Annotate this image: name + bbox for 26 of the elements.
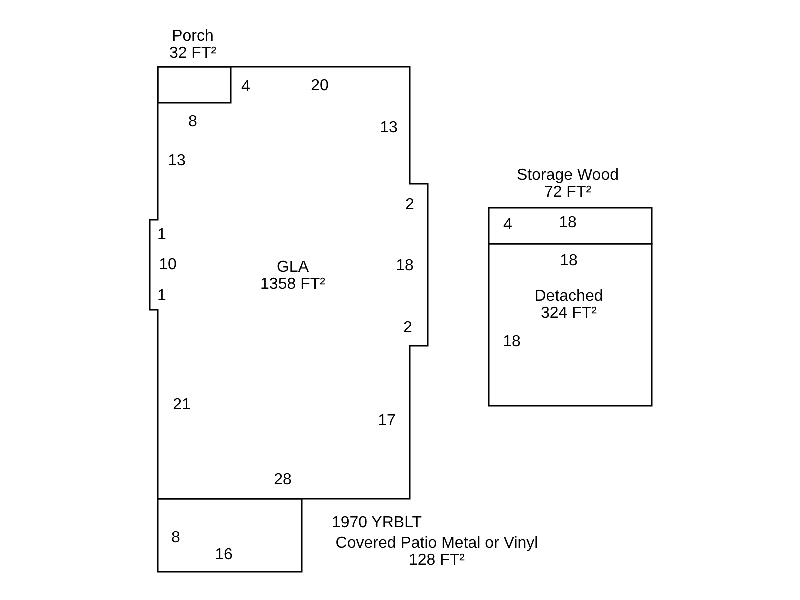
area-label: GLA 1358 FT² xyxy=(260,259,326,293)
area-label: Porch 32 FT² xyxy=(168,28,218,62)
dimension-label: 18 xyxy=(503,334,521,350)
dimension-label: 28 xyxy=(274,472,292,488)
note-text: 1970 YRBLT xyxy=(332,514,422,532)
dimension-label: 18 xyxy=(560,252,578,270)
dimension-label: 20 xyxy=(311,78,329,94)
dimension-label: 4 xyxy=(242,78,250,96)
dimension-label: 13 xyxy=(168,152,186,170)
dimension-label: 21 xyxy=(173,396,191,414)
area-label: Covered Patio Metal or Vinyl 128 FT² xyxy=(334,535,540,569)
dimension-label: 16 xyxy=(215,546,233,564)
dimension-label: 17 xyxy=(378,412,396,430)
area-label: Storage Wood 72 FT² xyxy=(516,167,620,201)
dimension-label: 8 xyxy=(188,114,198,130)
dimension-label: 2 xyxy=(406,196,414,214)
dimension-label: 13 xyxy=(380,120,398,136)
dimension-label: 1 xyxy=(158,288,166,304)
dimension-label: 18 xyxy=(396,258,414,274)
dimension-label: 8 xyxy=(172,530,180,546)
dimension-label: 10 xyxy=(159,256,177,274)
dimension-label: 4 xyxy=(504,216,512,234)
dimension-label: 2 xyxy=(404,320,412,336)
dimension-label: 18 xyxy=(559,214,577,232)
dimension-label: 1 xyxy=(158,226,166,244)
area-label: Detached 324 FT² xyxy=(534,288,604,322)
